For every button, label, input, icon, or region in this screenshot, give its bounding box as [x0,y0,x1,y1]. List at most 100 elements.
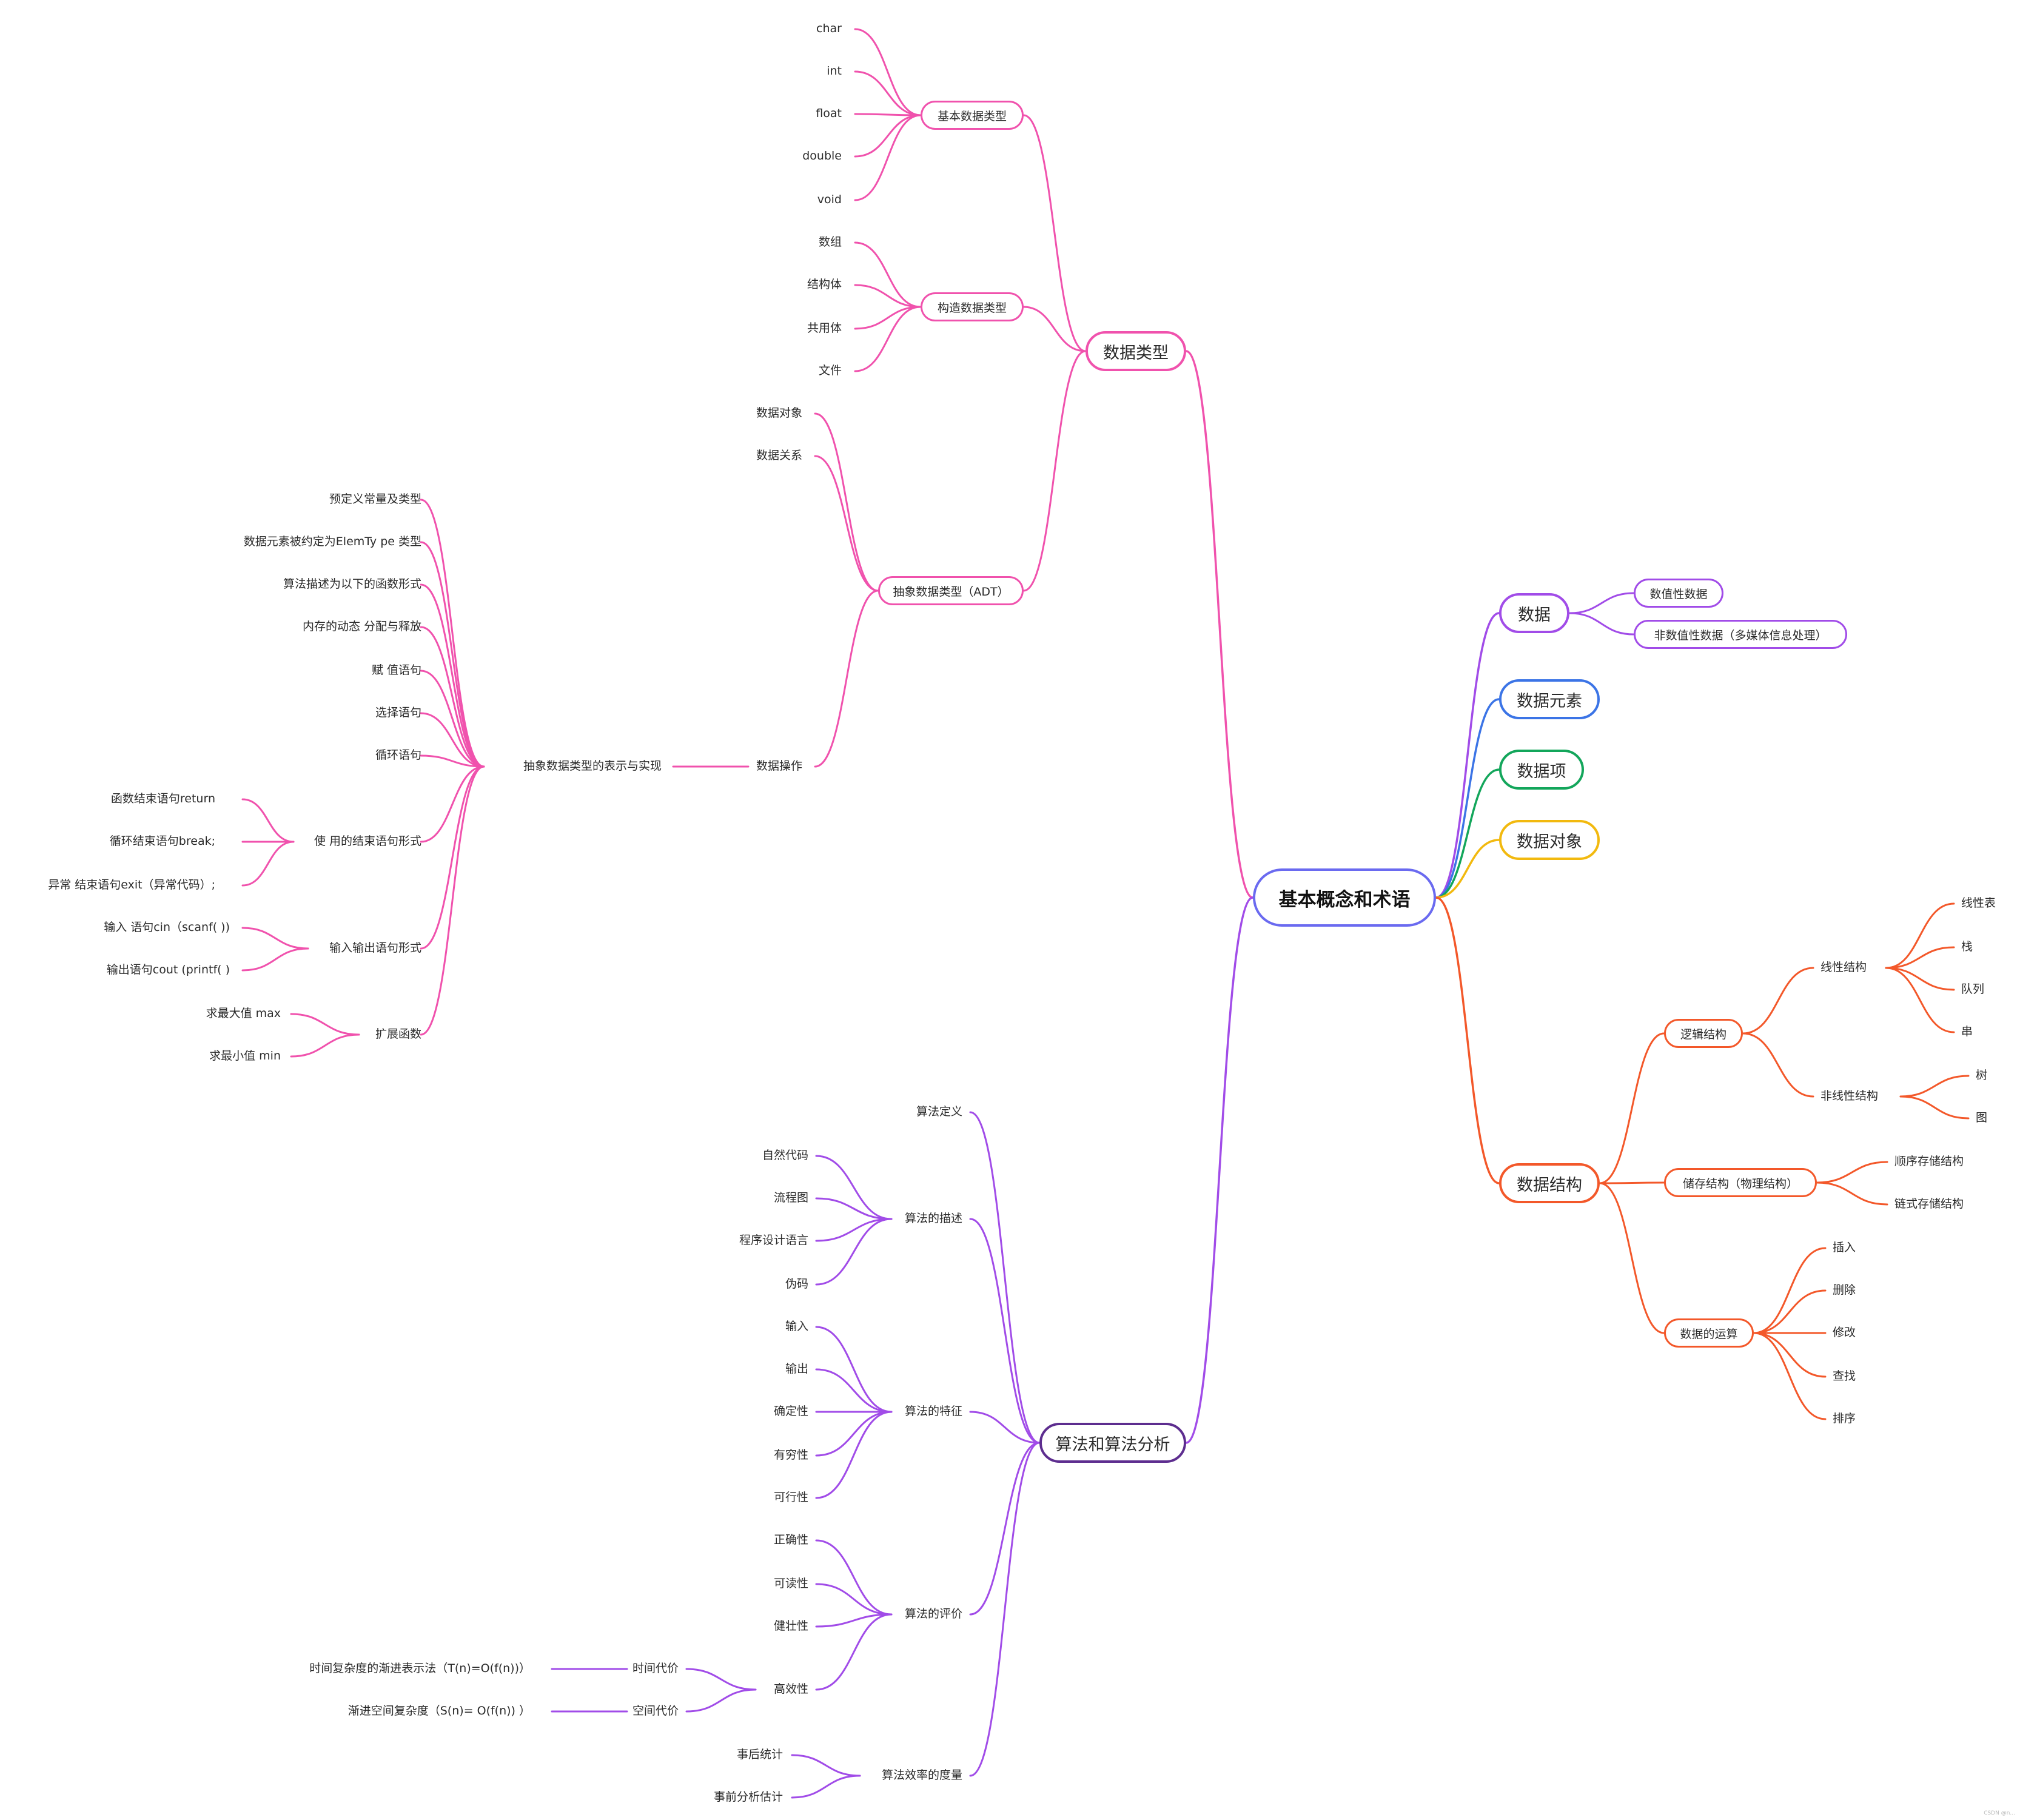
leaf-file[interactable]: 文件 [818,364,842,377]
node-efficiency[interactable]: 高效性 [773,1682,808,1696]
leaf-desc-2[interactable]: 程序设计语言 [739,1234,808,1247]
leaf-nonlinear-1[interactable]: 图 [1976,1111,1988,1124]
leaf-char[interactable]: char [816,22,842,35]
leaf-impl-0[interactable]: 预定义常量及类型 [329,492,421,506]
node-constructed-types[interactable]: 构造数据类型 [921,292,1024,321]
leaf-impl-2[interactable]: 算法描述为以下的函数形式 [283,577,421,591]
node-alg-evaluation[interactable]: 算法的评价 [904,1607,962,1620]
node-alg-measure[interactable]: 算法效率的度量 [881,1768,962,1782]
leaf-impl-3[interactable]: 内存的动态 分配与释放 [302,620,421,633]
leaf-data-object[interactable]: 数据对象 [756,406,802,420]
leaf-linear-1[interactable]: 栈 [1961,940,1973,953]
leaf-array[interactable]: 数组 [818,235,842,249]
leaf-ops-3[interactable]: 查找 [1833,1369,1856,1383]
leaf-feat-1[interactable]: 输出 [785,1362,808,1375]
connector-impl-leaf [420,583,485,768]
node-data-object[interactable]: 数据对象 [1499,820,1600,860]
connector-end-leaf [241,841,295,887]
leaf-feat-3[interactable]: 有穷性 [773,1448,808,1462]
leaf-ops-1[interactable]: 删除 [1833,1283,1856,1297]
leaf-storage-0[interactable]: 顺序存储结构 [1894,1155,1964,1168]
leaf-time-detail[interactable]: 时间复杂度的渐进表示法（T(n)=O(f(n))） [309,1662,531,1675]
leaf-impl-5[interactable]: 选择语句 [375,706,421,719]
leaf-double[interactable]: double [802,149,842,163]
connector-linear-leaf [1885,902,1955,969]
node-data-element[interactable]: 数据元素 [1499,679,1600,719]
leaf-feat-0[interactable]: 输入 [785,1320,808,1333]
leaf-linear-0[interactable]: 线性表 [1961,896,1996,910]
node-adt-impl[interactable]: 抽象数据类型的表示与实现 [523,759,662,773]
leaf-io-1[interactable]: 输出语句cout (printf( ) [106,963,230,976]
node-alg-definition[interactable]: 算法定义 [916,1105,962,1118]
connector-eval-leaf [815,1539,893,1616]
connector-impl-leaf [420,754,485,768]
watermark: CSDN @n... [1984,1810,2015,1816]
leaf-ops-2[interactable]: 修改 [1833,1326,1856,1339]
leaf-nonlinear-0[interactable]: 树 [1976,1069,1988,1082]
node-data-item[interactable]: 数据项 [1499,750,1584,790]
node-data-types[interactable]: 数据类型 [1085,331,1186,371]
connector-storage-leaf [1816,1181,1888,1206]
leaf-desc-1[interactable]: 流程图 [773,1191,808,1204]
leaf-linear-2[interactable]: 队列 [1961,982,1985,996]
leaf-float[interactable]: float [816,107,842,120]
connector-linear-leaf [1885,967,1955,991]
leaf-end-1[interactable]: 循环结束语句break; [109,834,215,848]
node-alg-description[interactable]: 算法的描述 [904,1212,962,1225]
leaf-end-0[interactable]: 函数结束语句return [110,792,215,805]
leaf-ops-4[interactable]: 排序 [1833,1412,1856,1425]
node-space-cost[interactable]: 空间代价 [632,1704,679,1718]
connector-basic-leaf [854,113,922,116]
node-ext-functions[interactable]: 扩展函数 [375,1027,421,1041]
connector-measure-leaf [791,1754,861,1777]
leaf-feat-4[interactable]: 可行性 [773,1491,808,1504]
node-data-operations[interactable]: 数据的运算 [1664,1318,1754,1348]
leaf-measure-1[interactable]: 事前分析估计 [713,1790,783,1804]
leaf-desc-0[interactable]: 自然代码 [762,1149,808,1162]
leaf-data-operation[interactable]: 数据操作 [756,759,802,773]
root-label: 基本概念和术语 [1278,888,1411,911]
node-time-cost[interactable]: 时间代价 [632,1662,679,1675]
node-data[interactable]: 数据 [1499,593,1569,633]
node-adt[interactable]: 抽象数据类型（ADT） [878,576,1024,605]
leaf-int[interactable]: int [827,64,842,78]
leaf-void[interactable]: void [817,193,842,206]
node-nonlinear[interactable]: 非线性结构 [1820,1089,1879,1103]
connector-alg-child [969,1442,1041,1777]
leaf-data-relation[interactable]: 数据关系 [756,449,802,462]
leaf-end-2[interactable]: 异常 结束语句exit（异常代码）; [48,878,215,892]
node-numeric-data[interactable]: 数值性数据 [1634,579,1723,608]
leaf-space-detail[interactable]: 渐进空间复杂度（S(n)= O(f(n)) ） [347,1704,531,1718]
leaf-eval-2[interactable]: 健壮性 [773,1619,808,1633]
node-logical-structure[interactable]: 逻辑结构 [1664,1019,1743,1048]
leaf-union[interactable]: 共用体 [807,321,842,335]
leaf-struct[interactable]: 结构体 [807,278,842,291]
leaf-measure-0[interactable]: 事后统计 [736,1748,783,1761]
connector-impl-leaf [420,626,485,768]
leaf-desc-3[interactable]: 伪码 [785,1277,808,1291]
leaf-impl-1[interactable]: 数据元素被约定为ElemTy pe 类型 [243,535,421,548]
leaf-ext-0[interactable]: 求最大值 max [206,1007,281,1020]
node-data-item-label: 数据项 [1517,762,1566,781]
node-linear[interactable]: 线性结构 [1820,961,1867,974]
node-io-statements[interactable]: 输入输出语句形式 [329,941,421,955]
node-basic-types[interactable]: 基本数据类型 [921,101,1024,130]
leaf-impl-4[interactable]: 赋 值语句 [371,663,421,677]
leaf-linear-3[interactable]: 串 [1961,1025,1973,1038]
node-data-structure[interactable]: 数据结构 [1499,1163,1600,1203]
leaf-storage-1[interactable]: 链式存储结构 [1894,1197,1964,1211]
leaf-feat-2[interactable]: 确定性 [773,1405,808,1418]
node-alg-features[interactable]: 算法的特征 [904,1405,962,1418]
leaf-eval-0[interactable]: 正确性 [773,1533,808,1546]
leaf-impl-6[interactable]: 循环语句 [375,748,421,762]
node-algorithm[interactable]: 算法和算法分析 [1039,1423,1186,1463]
connector-logical-linear [1742,967,1814,1035]
node-nonnumeric-data[interactable]: 非数值性数据（多媒体信息处理） [1634,620,1847,649]
node-end-statements[interactable]: 使 用的结束语句形式 [314,834,421,848]
leaf-ops-0[interactable]: 插入 [1833,1241,1856,1254]
leaf-ext-1[interactable]: 求最小值 min [209,1049,281,1063]
node-storage-structure[interactable]: 储存结构（物理结构） [1664,1168,1817,1197]
root-node[interactable]: 基本概念和术语 [1253,868,1436,927]
leaf-io-0[interactable]: 输入 语句cin（scanf( )) [104,921,230,934]
leaf-eval-1[interactable]: 可读性 [773,1577,808,1590]
